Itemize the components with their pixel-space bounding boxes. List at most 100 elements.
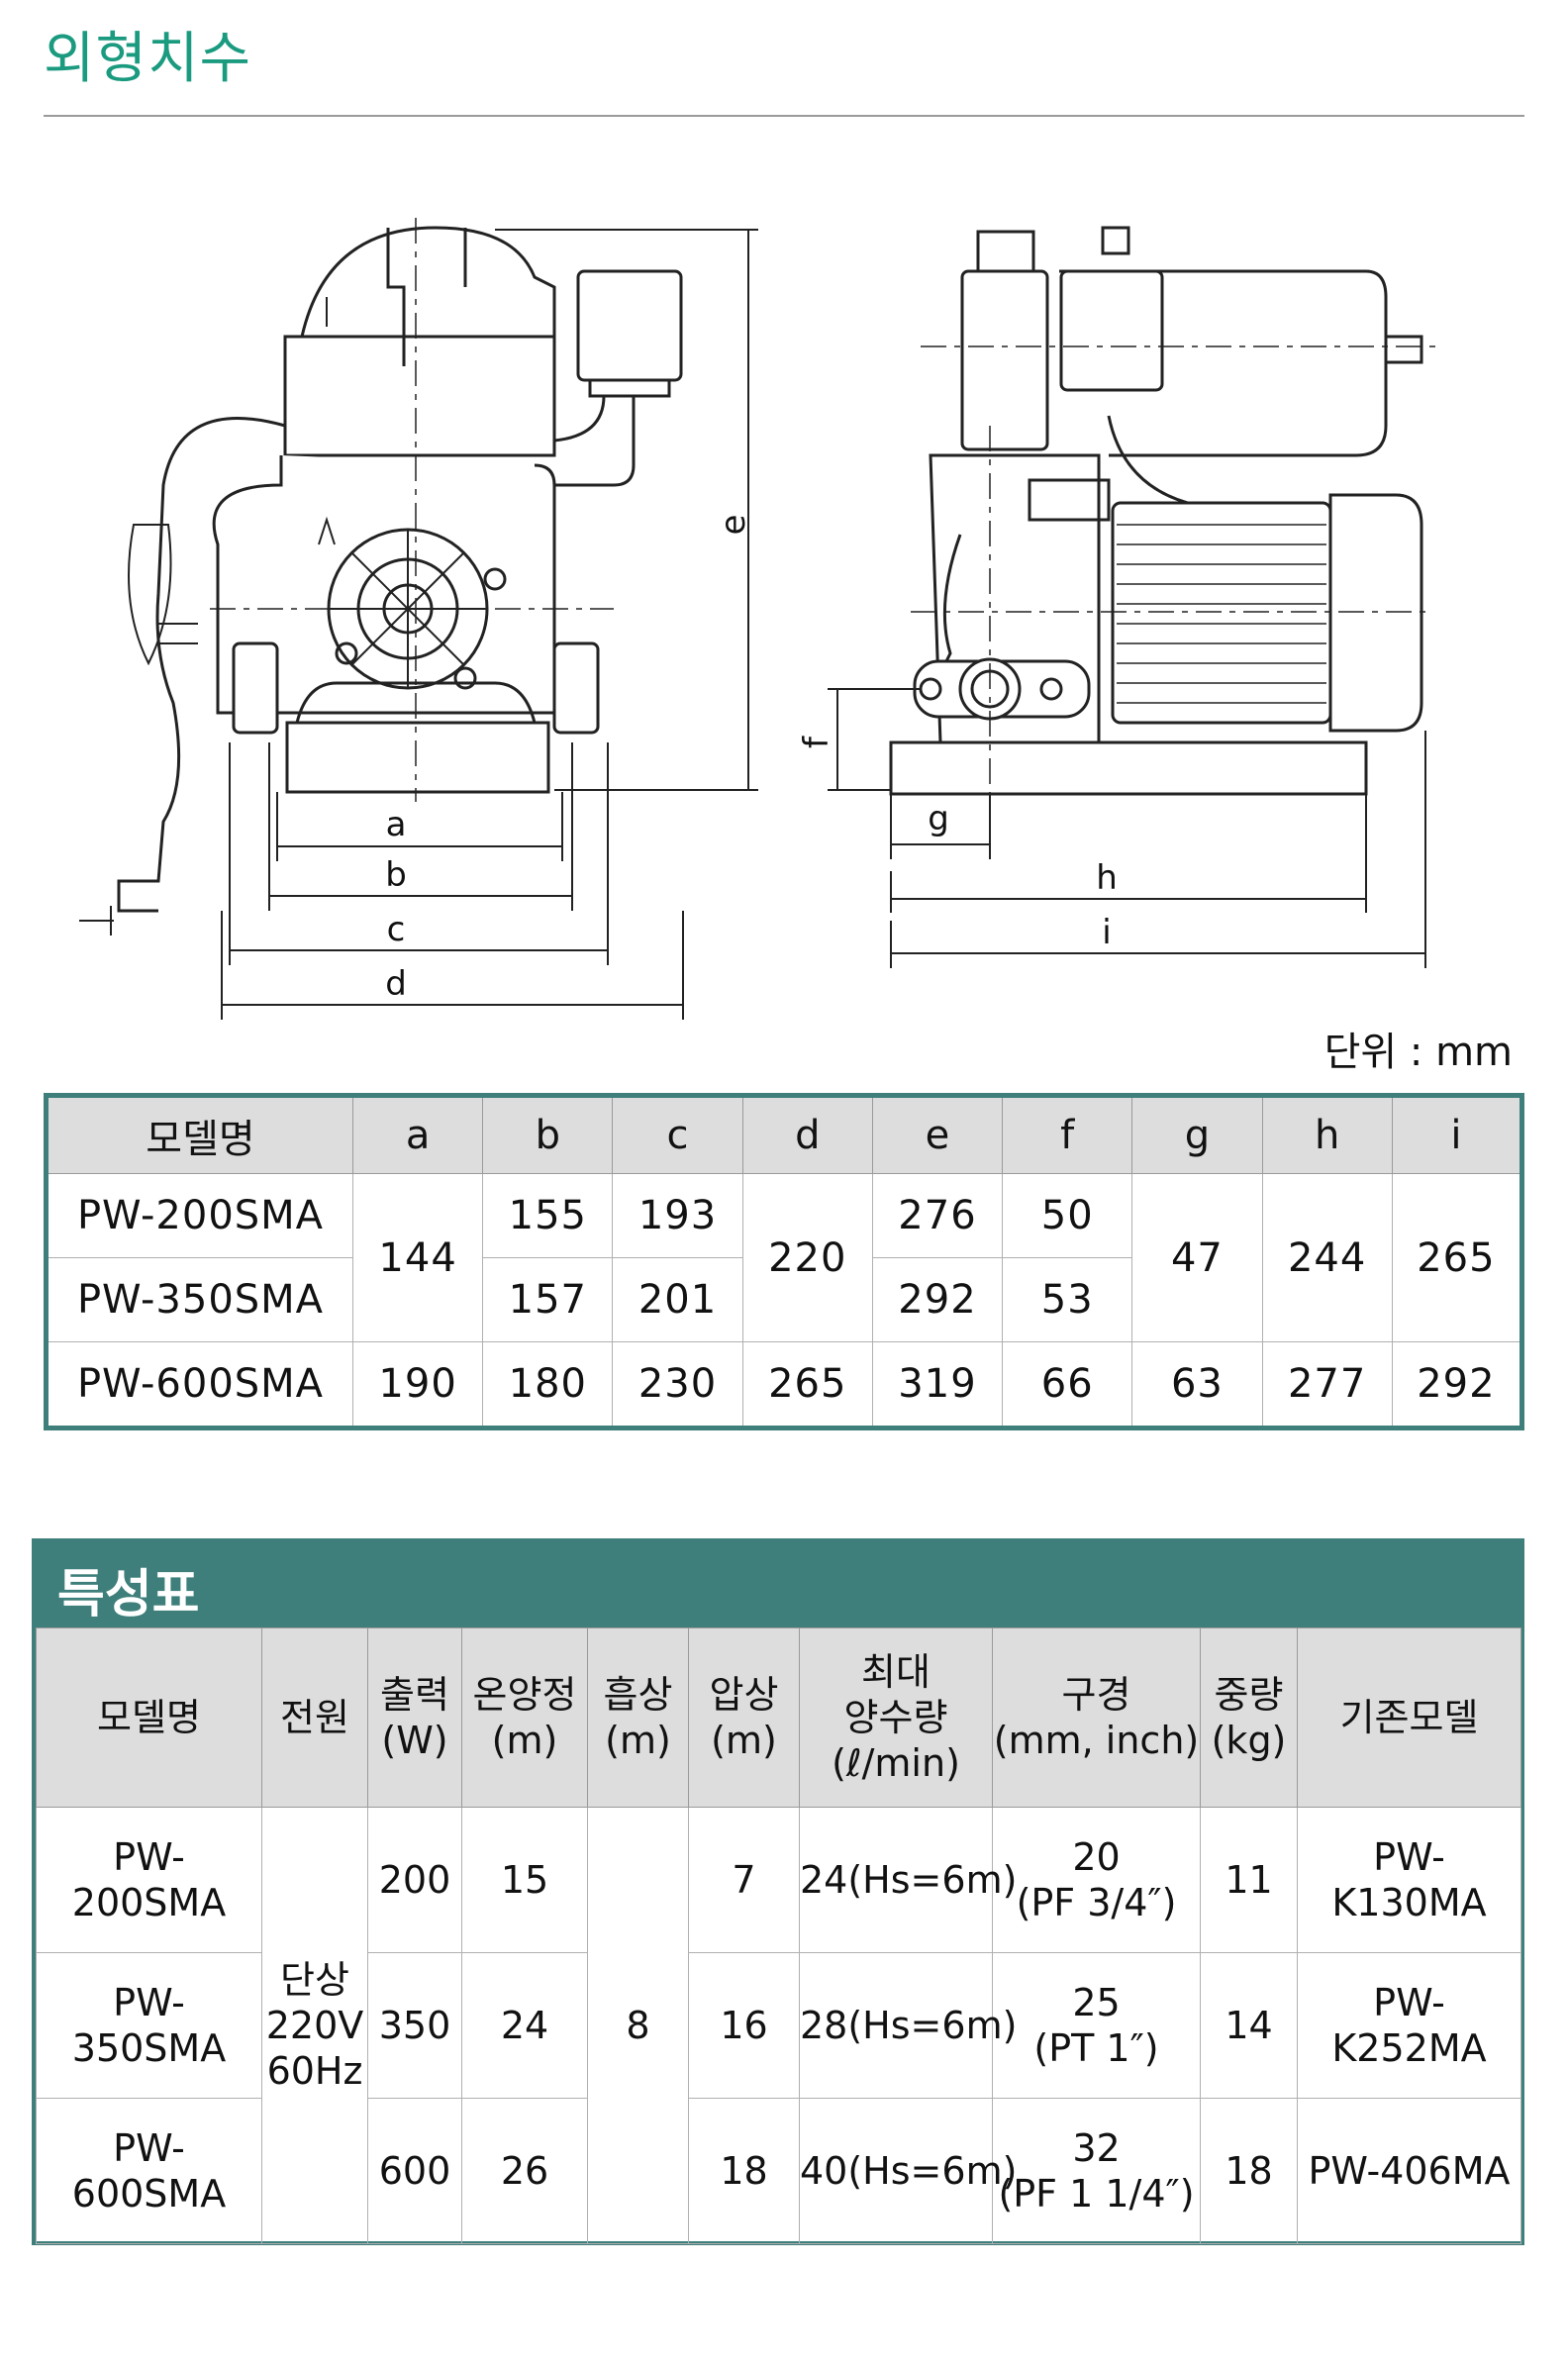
bore-inch: (PF 1 1/4″) <box>998 2172 1195 2216</box>
dim-label-d: d <box>385 964 407 1004</box>
table-row: PW-200SMA 단상 220V 60Hz 200 15 8 7 24(Hs=… <box>36 1807 1521 2244</box>
table-cell: 292 <box>871 1257 1004 1342</box>
title-divider <box>44 115 1524 117</box>
table-row: PW-350SMA 350 24 16 28(Hs=6m) 25 (PT 1″)… <box>36 1952 1521 2099</box>
table-row: PW-600SMA 600 26 18 40(Hs=6m) 32 (PF 1 1… <box>36 2098 1521 2244</box>
power-voltage: 220V <box>265 2004 364 2047</box>
table-cell: 24 <box>461 1952 588 2099</box>
header-cell: 모델명 <box>36 1627 262 1808</box>
table-cell: 265 <box>741 1341 873 1428</box>
header-cell: 전원 <box>261 1627 368 1808</box>
header-unit: (kg) <box>1211 1719 1287 1762</box>
table-cell: 350 <box>367 1952 462 2099</box>
power-phase: 단상 <box>280 1958 349 2002</box>
model-cell: PW-350SMA <box>36 1952 262 2099</box>
bore-inch: (PT 1″) <box>1033 2026 1159 2070</box>
table-cell: 190 <box>351 1341 484 1428</box>
table-header-row: 모델명 a b c d e f g h i <box>46 1095 1523 1174</box>
table-cell: 230 <box>612 1341 743 1428</box>
header-cell: 중량 (kg) <box>1200 1627 1298 1808</box>
dim-label-c: c <box>387 910 406 949</box>
dim-label-i: i <box>1102 913 1111 952</box>
header-cell: a <box>351 1095 484 1174</box>
table-cell: PW-K130MA <box>1297 1807 1521 1953</box>
bore-mm: 32 <box>1072 2126 1121 2170</box>
table-cell: 265 <box>1391 1173 1523 1342</box>
table-cell: 220 <box>741 1173 873 1342</box>
table-row: PW-600SMA 190 180 230 265 319 66 63 277 … <box>46 1341 1523 1428</box>
table-row: PW-350SMA 157 201 292 53 <box>46 1257 1522 1342</box>
spec-title-bar: 특성표 <box>36 1542 1520 1627</box>
header-unit: (W) <box>381 1719 448 1762</box>
header-cell: 최대 양수량 (ℓ/min) <box>799 1627 993 1808</box>
header-text: 중량 <box>1214 1673 1284 1717</box>
header-unit: (ℓ/min) <box>832 1741 960 1785</box>
table-cell: 66 <box>1002 1341 1133 1428</box>
front-view: a b c d e <box>79 218 758 1020</box>
table-cell: 600 <box>367 2098 462 2244</box>
table-cell: 292 <box>1391 1341 1523 1428</box>
unit-note: 단위 : mm <box>1323 1030 1513 1075</box>
table-cell: 277 <box>1261 1341 1393 1428</box>
side-view: f g h i <box>797 226 1435 968</box>
table-cell: 11 <box>1200 1807 1298 1953</box>
table-cell: 201 <box>612 1257 743 1342</box>
table-cell: PW-K252MA <box>1297 1952 1521 2099</box>
dim-label-f: f <box>797 736 836 748</box>
table-cell: 40(Hs=6m) <box>799 2098 1017 2244</box>
model-cell: PW-600SMA <box>46 1341 353 1428</box>
bore-mm: 20 <box>1072 1835 1121 1879</box>
spec-table-section: 특성표 모델명 전원 출력 (W) 온양정 (m) 흡상 (m) 압상 <box>32 1538 1524 2245</box>
bore-cell: 25 (PT 1″) <box>992 1952 1201 2099</box>
header-cell: g <box>1131 1095 1263 1174</box>
table-cell: 144 <box>351 1173 484 1342</box>
header-cell: e <box>871 1095 1004 1174</box>
spec-title: 특성표 <box>57 1565 200 1625</box>
power-cell: 단상 220V 60Hz <box>261 1807 368 2244</box>
model-cell: PW-350SMA <box>46 1257 353 1342</box>
table-cell: 50 <box>1002 1173 1133 1258</box>
table-cell: PW-406MA <box>1297 2098 1521 2244</box>
header-cell: b <box>482 1095 614 1174</box>
header-cell: d <box>741 1095 873 1174</box>
table-cell: 200 <box>367 1807 462 1953</box>
dim-label-h: h <box>1096 858 1118 898</box>
table-cell: 180 <box>482 1341 614 1428</box>
header-text: 출력 <box>380 1673 449 1717</box>
table-cell: 276 <box>871 1173 1004 1258</box>
table-cell: 63 <box>1131 1341 1263 1428</box>
table-cell: 157 <box>482 1257 614 1342</box>
header-unit: (m) <box>605 1719 671 1762</box>
header-cell: 온양정 (m) <box>461 1627 588 1808</box>
header-cell: 기존모델 <box>1297 1627 1521 1808</box>
model-cell: PW-600SMA <box>36 2098 262 2244</box>
header-cell: c <box>612 1095 743 1174</box>
dimension-table: 모델명 a b c d e f g h i PW-200SMA 144 155 … <box>44 1093 1524 1430</box>
table-cell: 53 <box>1002 1257 1133 1342</box>
table-cell: 319 <box>871 1341 1004 1428</box>
header-cell: h <box>1261 1095 1393 1174</box>
model-cell: PW-200SMA <box>46 1173 353 1258</box>
header-cell: 출력 (W) <box>367 1627 462 1808</box>
header-text: 양수량 <box>843 1696 948 1739</box>
table-cell: 14 <box>1200 1952 1298 2099</box>
bore-inch: (PF 3/4″) <box>1016 1881 1177 1924</box>
table-cell: 26 <box>461 2098 588 2244</box>
spec-table: 모델명 전원 출력 (W) 온양정 (m) 흡상 (m) 압상 (m) 최대 양… <box>36 1627 1521 2244</box>
bore-cell: 20 (PF 3/4″) <box>992 1807 1201 1953</box>
header-cell: f <box>1002 1095 1133 1174</box>
header-cell: 압상 (m) <box>688 1627 800 1808</box>
header-unit: (m) <box>711 1719 777 1762</box>
dim-label-g: g <box>928 799 949 838</box>
table-cell: 18 <box>688 2098 800 2244</box>
dim-label-b: b <box>385 855 407 895</box>
table-cell: 28(Hs=6m) <box>799 1952 1017 2099</box>
header-text: 압상 <box>709 1673 779 1717</box>
header-text: 구경 <box>1061 1673 1131 1717</box>
header-text: 온양정 <box>472 1673 577 1717</box>
model-cell: PW-200SMA <box>36 1807 262 1953</box>
bore-cell: 32 (PF 1 1/4″) <box>992 2098 1201 2244</box>
header-cell: 흡상 (m) <box>587 1627 689 1808</box>
table-cell: 24(Hs=6m) <box>799 1807 1017 1953</box>
table-cell: 18 <box>1200 2098 1298 2244</box>
